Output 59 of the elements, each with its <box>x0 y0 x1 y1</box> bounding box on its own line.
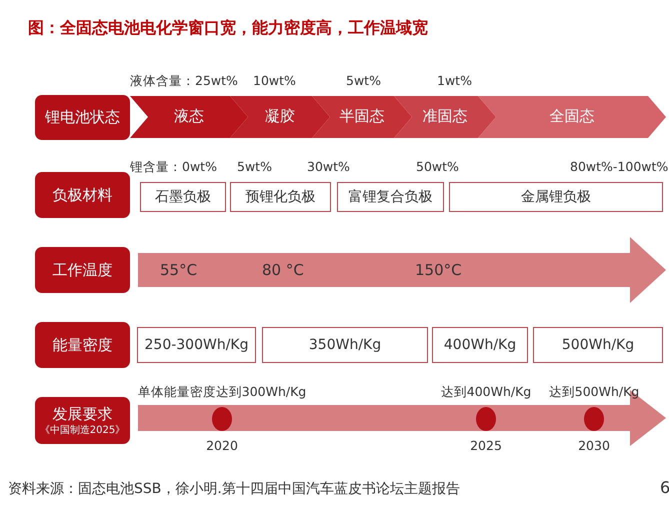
temperature-label: 80 °C <box>262 261 304 279</box>
percentage-label: 80wt%-100wt% <box>570 159 668 174</box>
row-header-box <box>35 247 130 293</box>
row-header-text: 发展要求 <box>52 404 112 424</box>
chevron-shape <box>394 96 496 138</box>
row-header-subtext: 《中国制造2025》 <box>40 424 126 436</box>
value-box <box>337 182 444 212</box>
page-number: 6 <box>660 478 669 497</box>
value-box <box>432 327 528 363</box>
chevron-shape <box>312 96 412 138</box>
year-label: 2030 <box>578 438 610 453</box>
title: 图：全固态电池电化学窗口宽，能力密度高，工作温域宽 <box>28 18 428 39</box>
value-box <box>137 327 256 363</box>
temperature-arrow-band <box>138 237 666 303</box>
value-box <box>262 327 428 363</box>
box-text: 250-300Wh/Kg <box>144 337 248 353</box>
row-header-text: 负极材料 <box>52 186 112 204</box>
stage-label: 准固态 <box>422 107 468 126</box>
stage-label: 液态 <box>173 107 205 126</box>
row-header-text: 锂电池状态 <box>45 108 120 127</box>
chevron-shape <box>130 96 248 138</box>
year-label: 2025 <box>470 438 502 453</box>
row-header-box <box>35 172 130 218</box>
chevron-shape <box>478 96 666 138</box>
percentage-label: 5wt% <box>237 159 272 174</box>
milestone-note: 单体能量密度达到300Wh/Kg <box>138 384 306 401</box>
percentage-label: 50wt% <box>416 159 459 174</box>
value-box <box>140 182 226 212</box>
year-label: 2020 <box>206 438 238 453</box>
stage-label: 半固态 <box>338 107 386 126</box>
box-text: 500Wh/Kg <box>562 337 634 353</box>
percentage-label: 液体含量：25wt% <box>130 73 238 90</box>
stage-label: 全固态 <box>548 107 596 126</box>
source-note: 资料来源：固态电池SSB，徐小明.第十四届中国汽车蓝皮书论坛主题报告 <box>8 480 460 498</box>
temperature-label: 55°C <box>160 261 198 279</box>
row-header-box <box>35 95 130 140</box>
percentage-label: 1wt% <box>437 73 472 88</box>
row-header-box <box>35 322 130 368</box>
stage-label: 凝胶 <box>264 107 296 126</box>
percentage-label: 30wt% <box>307 159 350 174</box>
box-text: 350Wh/Kg <box>308 337 382 353</box>
row-header-text: 工作温度 <box>52 260 112 280</box>
box-text: 预锂化负极 <box>246 188 316 206</box>
box-text: 400Wh/Kg <box>444 337 516 353</box>
value-box <box>533 327 663 363</box>
box-text: 富锂复合负极 <box>348 188 432 206</box>
row-header-box <box>35 397 130 444</box>
row-header-text: 能量密度 <box>52 336 112 354</box>
percentage-label: 锂含量：0wt% <box>130 159 217 176</box>
temperature-label: 150°C <box>415 261 462 279</box>
box-text: 金属锂负极 <box>521 188 591 206</box>
value-box <box>449 182 663 212</box>
percentage-label: 5wt% <box>346 73 381 88</box>
percentage-label: 10wt% <box>253 73 296 88</box>
milestone-note: 达到400Wh/Kg <box>440 384 532 401</box>
box-text: 石墨负极 <box>155 188 211 206</box>
chevron-shape <box>230 96 330 138</box>
milestone-note: 达到500Wh/Kg <box>548 384 640 401</box>
value-box <box>230 182 331 212</box>
